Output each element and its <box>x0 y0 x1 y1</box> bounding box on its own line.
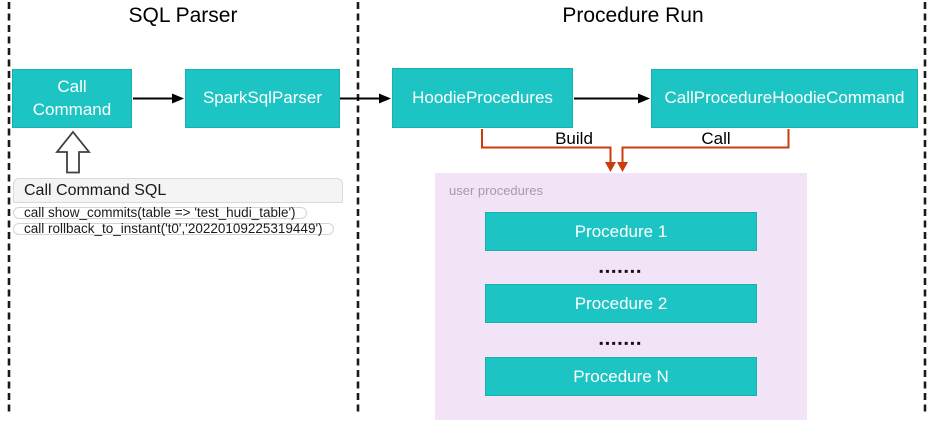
user-procedures-label: user procedures <box>449 183 543 198</box>
procedure-1-box: Procedure 1 <box>485 212 757 251</box>
call-command-sql-table: Call Command SQL call show_commits(table… <box>13 178 358 235</box>
sql-table-row: call show_commits(table => 'test_hudi_ta… <box>13 206 307 219</box>
procedure-2-box: Procedure 2 <box>485 284 757 323</box>
lane-title-sql-parser: SQL Parser <box>128 4 238 27</box>
arrow-sparksqlparser-to-hoodieprocedures-icon <box>340 93 391 104</box>
lane-title-procedure-run: Procedure Run <box>562 4 704 27</box>
spark-sql-parser-box: SparkSqlParser <box>185 69 340 128</box>
up-arrow-icon <box>55 130 91 174</box>
call-procedure-hoodie-command-box: CallProcedureHoodieCommand <box>651 69 918 128</box>
hoodie-procedures-box: HoodieProcedures <box>392 68 573 128</box>
call-connector-icon <box>617 129 790 172</box>
sql-table-row: call rollback_to_instant('t0','202201092… <box>13 222 334 235</box>
ellipsis-dots: ▪▪▪▪▪▪▪ <box>599 336 643 350</box>
user-procedures-container: user procedures Procedure 1 ▪▪▪▪▪▪▪ Proc… <box>435 173 807 420</box>
build-call-connectors <box>481 129 790 172</box>
call-label: Call <box>701 129 731 148</box>
flow-arrows <box>133 93 650 104</box>
call-command-box: Call Command <box>12 69 132 128</box>
sql-table-header: Call Command SQL <box>13 178 343 203</box>
ellipsis-dots: ▪▪▪▪▪▪▪ <box>599 264 643 278</box>
arrow-hoodieprocedures-to-callprocedure-icon <box>574 93 650 104</box>
arrow-callcommand-to-sparksqlparser-icon <box>133 93 184 104</box>
build-label: Build <box>555 129 593 148</box>
procedure-n-box: Procedure N <box>485 357 757 396</box>
build-connector-icon <box>481 129 616 172</box>
